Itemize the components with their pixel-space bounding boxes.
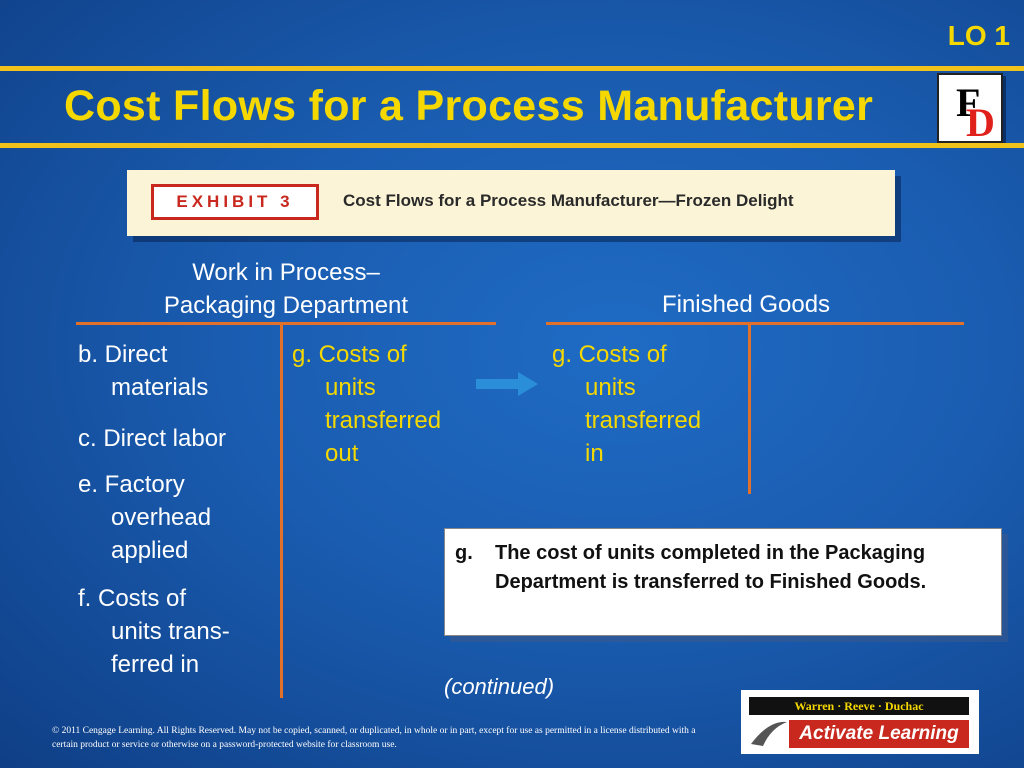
exhibit-tag: EXHIBIT 3 xyxy=(151,184,319,220)
logo-letter-d: D xyxy=(966,100,995,145)
fg-debit-costs-transferred-in: g. Costs of units transferred in xyxy=(552,341,702,467)
title-divider xyxy=(0,143,1024,148)
badge-activate-learning: Activate Learning xyxy=(789,720,969,748)
frozen-delight-logo: F D xyxy=(937,73,1003,145)
top-divider xyxy=(0,66,1024,71)
wip-heading-line1: Work in Process– xyxy=(192,259,380,286)
wip-debit-factory-overhead: e. Factory overhead applied xyxy=(78,471,212,564)
logo-letter-f: F xyxy=(956,80,981,125)
wip-account-heading: Work in Process– Packaging Department xyxy=(76,256,496,322)
activate-learning-badge: Warren · Reeve · Duchac Activate Learnin… xyxy=(741,690,979,754)
badge-authors: Warren · Reeve · Duchac xyxy=(749,697,969,715)
exhibit-banner: EXHIBIT 3 Cost Flows for a Process Manuf… xyxy=(127,170,895,236)
wip-heading-line2: Packaging Department xyxy=(163,292,409,319)
explanation-note: g. The cost of units completed in the Pa… xyxy=(444,528,1002,636)
wip-debit-direct-materials: b. Direct materials xyxy=(78,341,209,401)
note-text: The cost of units completed in the Packa… xyxy=(495,542,927,593)
continued-label: (continued) xyxy=(444,674,555,699)
lo-label: LO 1 xyxy=(947,20,1010,51)
wip-t-account-divider xyxy=(280,322,283,698)
wip-debit-costs-transferred-in: f. Costs of units trans- ferred in xyxy=(78,585,230,678)
note-letter: g. xyxy=(455,542,473,564)
exhibit-tag-label: EXHIBIT 3 xyxy=(176,192,294,211)
copyright-notice: © 2011 Cengage Learning. All Rights Rese… xyxy=(52,726,696,750)
wip-credit-costs-transferred-out: g. Costs of units transferred out xyxy=(292,341,442,467)
swoosh-icon xyxy=(751,721,787,746)
fg-t-account-top-line xyxy=(546,322,964,325)
wip-debit-direct-labor: c. Direct labor xyxy=(78,425,227,452)
slide-title: Cost Flows for a Process Manufacturer xyxy=(64,82,874,130)
fg-t-account-divider xyxy=(748,322,751,494)
wip-t-account-top-line xyxy=(76,322,496,325)
fg-account-heading: Finished Goods xyxy=(661,291,831,318)
transfer-arrow-icon xyxy=(476,372,538,396)
exhibit-caption: Cost Flows for a Process Manufacturer—Fr… xyxy=(343,191,794,210)
